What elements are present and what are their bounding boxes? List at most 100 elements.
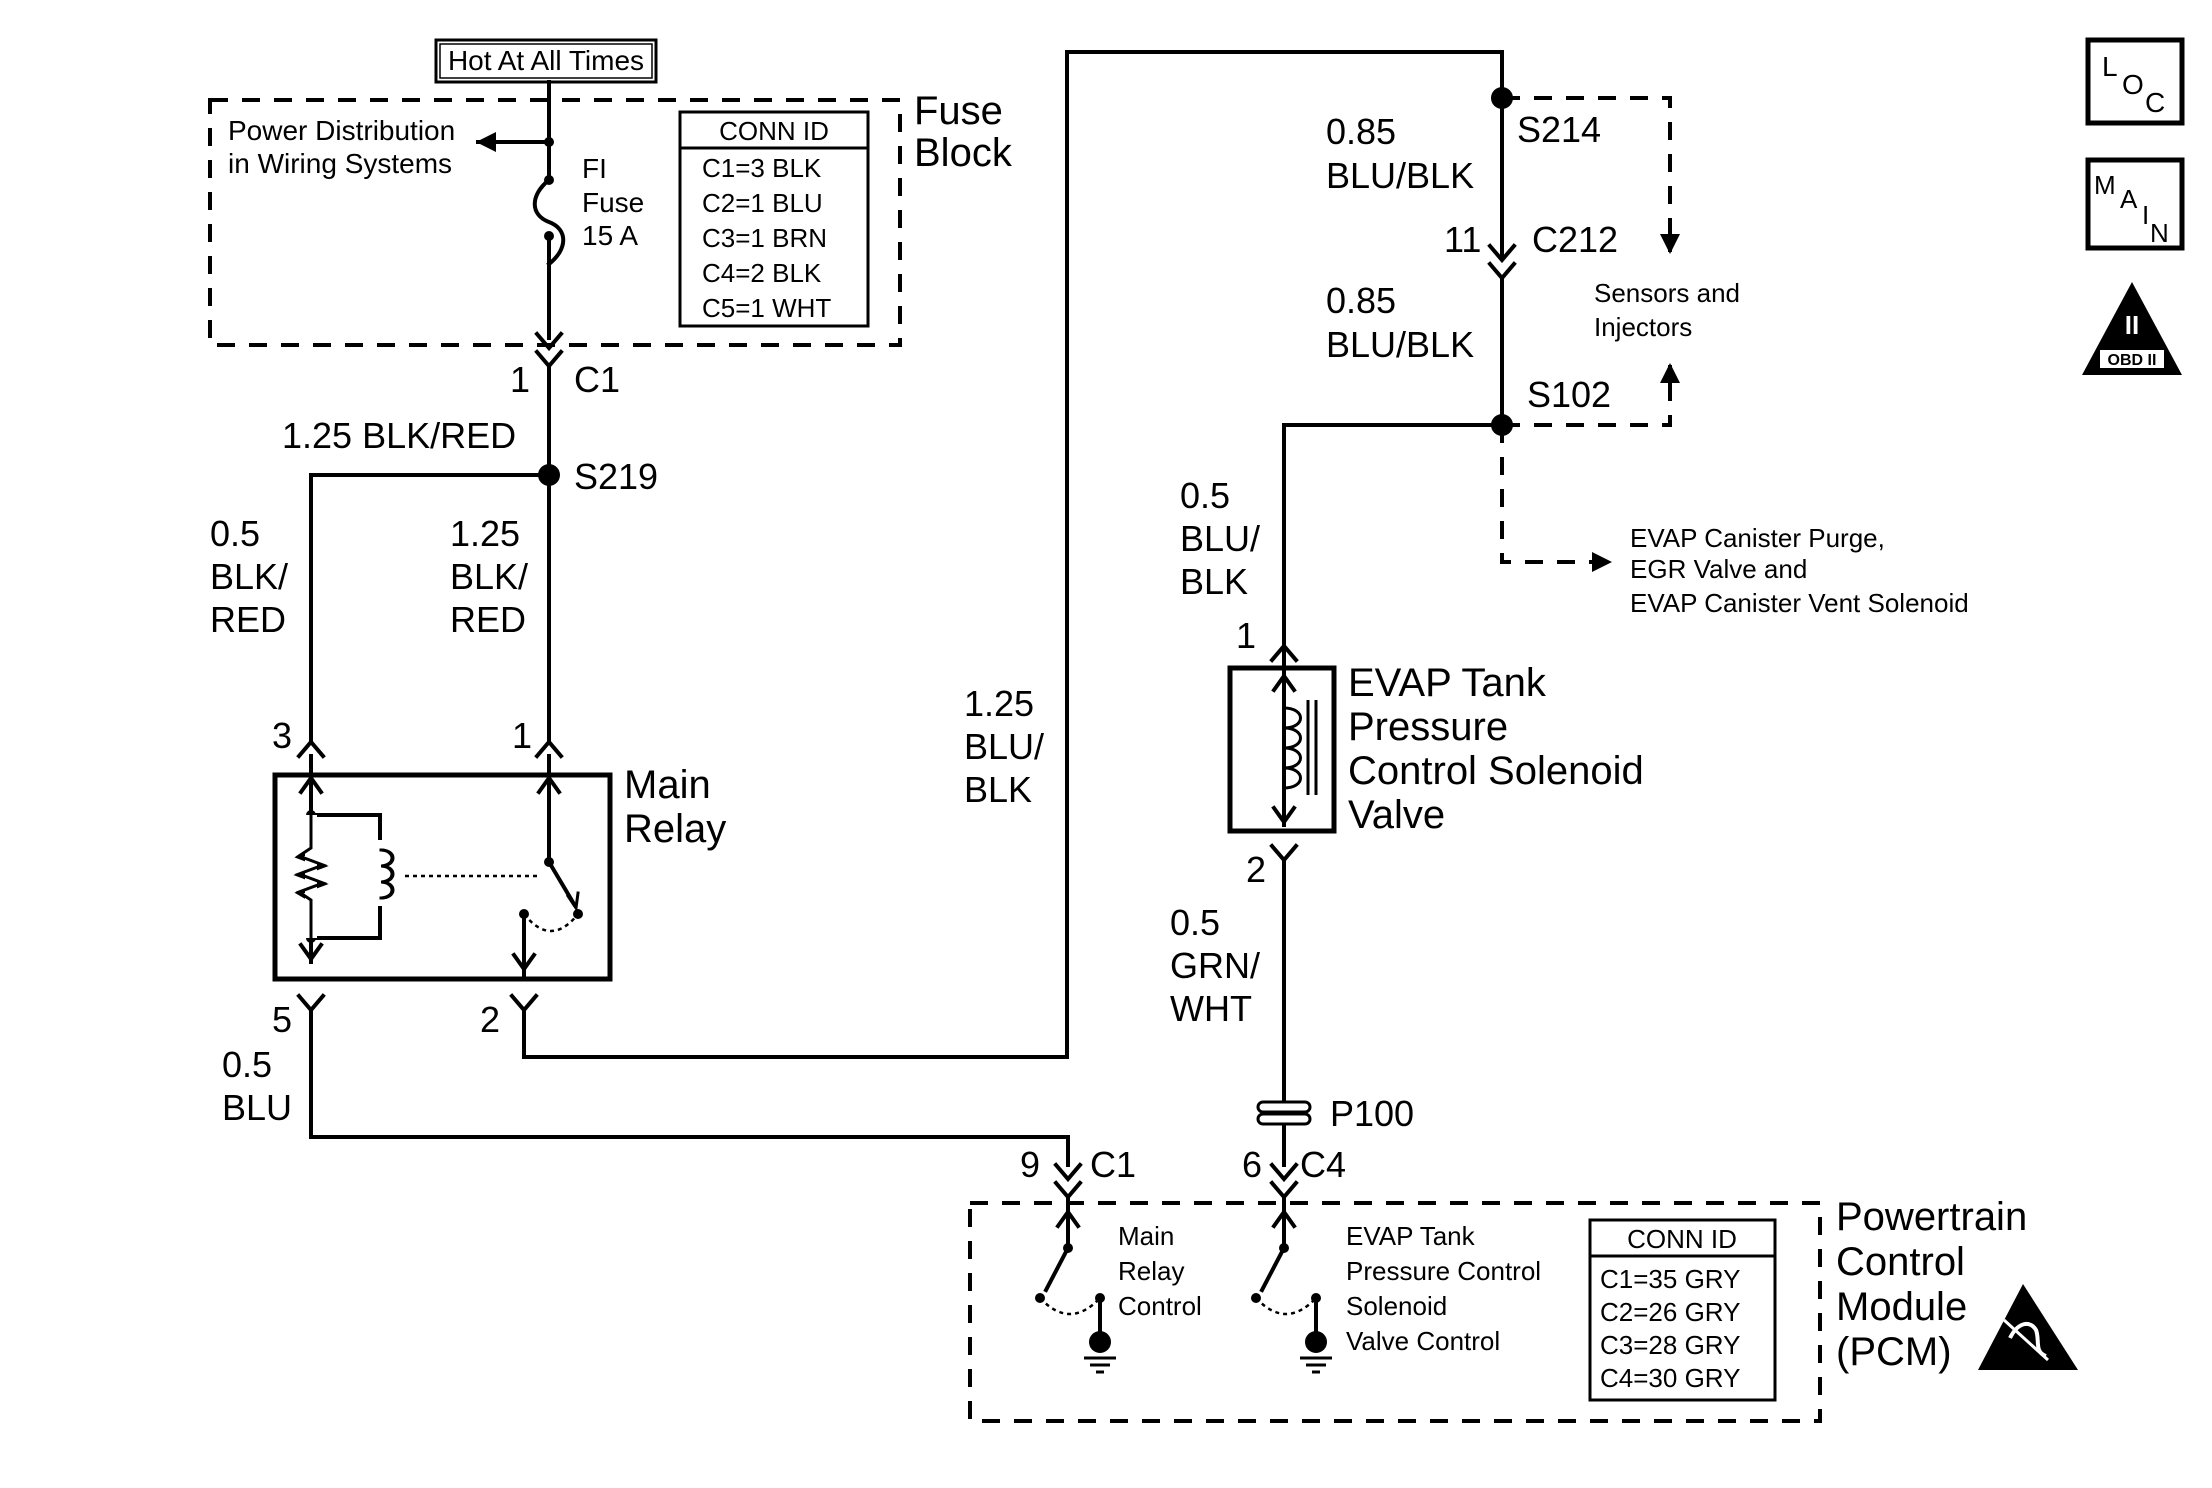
svg-text:N: N (2150, 218, 2169, 248)
fuse-c1-pin: 1 (510, 359, 530, 400)
wire-mid-color-1: BLK/ (450, 556, 528, 597)
pcm-title-4: (PCM) (1836, 1330, 1952, 1374)
evap-control-label-1: EVAP Tank (1346, 1221, 1476, 1251)
fuse-conn-row: C3=1 BRN (702, 223, 827, 253)
evap-control-label-4: Valve Control (1346, 1326, 1500, 1356)
fuse-conn-header: CONN ID (719, 116, 829, 146)
pcm-conn-row: C3=28 GRY (1600, 1330, 1740, 1360)
pcm-conn-row: C2=26 GRY (1600, 1297, 1740, 1327)
solenoid-title-2: Pressure (1348, 705, 1508, 749)
fuse-block-title-2: Block (914, 131, 1013, 175)
svg-text:II: II (2125, 310, 2139, 340)
wire-s102-color: BLU/BLK (1326, 324, 1474, 365)
power-distribution-label-1: Power Distribution (228, 115, 455, 146)
wire-sol-in-color-1: BLU/ (1180, 518, 1260, 559)
fuse-icon (532, 177, 566, 267)
hot-at-all-times-label: Hot At All Times (448, 45, 644, 76)
wire-blk-red-125: 1.25 BLK/RED (282, 415, 516, 456)
wire-grn-size: 0.5 (1170, 902, 1220, 943)
solenoid-title-1: EVAP Tank (1348, 661, 1547, 705)
pcm-c1-label: C1 (1090, 1144, 1136, 1185)
ground-icon (1084, 1356, 1116, 1374)
fuse-conn-row: C4=2 BLK (702, 258, 822, 288)
pcm-connector-c4-icon (1269, 1162, 1299, 1183)
evap-control-label-2: Pressure Control (1346, 1256, 1541, 1286)
c212-pin: 11 (1444, 219, 1481, 260)
evap-solenoid-valve: EVAP Tank Pressure Control Solenoid Valv… (1227, 658, 1644, 837)
pcm-module: Powertrain Control Module (PCM) Main Rel… (968, 1195, 2027, 1423)
pcm-conn-header: CONN ID (1627, 1224, 1737, 1254)
evap-branch-label-1: EVAP Canister Purge, (1630, 523, 1885, 553)
wire-grn-color-2: WHT (1170, 988, 1252, 1029)
wire-mid-color-2: RED (450, 599, 526, 640)
pcm-c1-pin: 9 (1020, 1144, 1040, 1185)
splice-s219-label: S219 (574, 456, 658, 497)
obd-ii-icon[interactable]: II OBD II (2082, 282, 2182, 375)
solenoid-pin-1: 1 (1236, 615, 1256, 656)
solenoid-title-3: Control Solenoid (1348, 749, 1644, 793)
pcm-conn-table: CONN ID C1=35 GRY C2=26 GRY C3=28 GRY C4… (1588, 1218, 1777, 1402)
wire-grn-color-1: GRN/ (1170, 945, 1260, 986)
svg-text:OBD II: OBD II (2108, 352, 2157, 369)
wire-blu-blk-color-2: BLK (964, 769, 1032, 810)
solenoid-pin-2: 2 (1246, 849, 1266, 890)
splice-s214-label: S214 (1517, 109, 1601, 150)
wire-mid-size: 1.25 (450, 513, 520, 554)
relay-pin-3: 3 (272, 715, 292, 756)
pcm-conn-row: C1=35 GRY (1600, 1264, 1740, 1294)
relay-title-1: Main (624, 763, 711, 807)
relay-pin-2: 2 (480, 999, 500, 1040)
relay-pin-5: 5 (272, 999, 292, 1040)
wire-s214-color: BLU/BLK (1326, 155, 1474, 196)
svg-text:C: C (2145, 87, 2165, 118)
wire-blu-blk-color-1: BLU/ (964, 726, 1044, 767)
evap-control-label-3: Solenoid (1346, 1291, 1447, 1321)
evap-branch-label-2: EGR Valve and (1630, 554, 1807, 584)
svg-text:A: A (2120, 184, 2138, 214)
svg-text:I: I (2142, 200, 2149, 230)
wire-left-size: 0.5 (210, 513, 260, 554)
p100-label: P100 (1330, 1093, 1414, 1134)
fuse-label: Fuse (582, 187, 644, 218)
fuse-conn-row: C5=1 WHT (702, 293, 831, 323)
power-distribution-label-2: in Wiring Systems (228, 148, 452, 179)
connector-c212-icon (1487, 243, 1517, 264)
pcm-c4-label: C4 (1300, 1144, 1346, 1185)
evap-branch-label-3: EVAP Canister Vent Solenoid (1630, 588, 1969, 618)
wire-left-color-1: BLK/ (210, 556, 288, 597)
fuse-rating: 15 A (582, 220, 638, 251)
wire-left-color-2: RED (210, 599, 286, 640)
loc-icon[interactable]: L O C (2085, 37, 2185, 126)
wire-blu-color: BLU (222, 1087, 292, 1128)
svg-text:O: O (2122, 69, 2144, 100)
solenoid-coil-icon (1282, 706, 1302, 790)
fuse-c1-label: C1 (574, 359, 620, 400)
ground-icon (1300, 1356, 1332, 1374)
solenoid-title-4: Valve (1348, 793, 1445, 837)
sensors-label-2: Injectors (1594, 312, 1692, 342)
pcm-connector-c1-icon (1053, 1162, 1083, 1183)
sensors-label-1: Sensors and (1594, 278, 1740, 308)
main-relay: 3 1 Main Relay (272, 715, 726, 982)
pcm-title-2: Control (1836, 1240, 1965, 1284)
fuse-conn-row: C1=3 BLK (702, 153, 822, 183)
connector-c1-icon (534, 331, 564, 352)
fuse-conn-row: C2=1 BLU (702, 188, 823, 218)
wire-blu-size: 0.5 (222, 1044, 272, 1085)
esd-warning-icon (1978, 1284, 2078, 1370)
relay-control-switch-icon (1043, 1245, 1071, 1293)
svg-text:L: L (2102, 51, 2118, 82)
fuse-name: FI (582, 153, 607, 184)
fuse-block-title-1: Fuse (914, 89, 1003, 133)
relay-title-2: Relay (624, 807, 726, 851)
relay-control-label-2: Relay (1118, 1256, 1184, 1286)
relay-control-label-1: Main (1118, 1221, 1174, 1251)
p100-grommet-icon (1256, 1100, 1312, 1126)
main-icon[interactable]: M A I N (2085, 157, 2185, 251)
pcm-conn-row: C4=30 GRY (1600, 1363, 1740, 1393)
relay-control-label-3: Control (1118, 1291, 1202, 1321)
pcm-title-3: Module (1836, 1285, 1967, 1329)
evap-control-switch-icon (1259, 1245, 1287, 1293)
splice-s102-label: S102 (1527, 374, 1611, 415)
